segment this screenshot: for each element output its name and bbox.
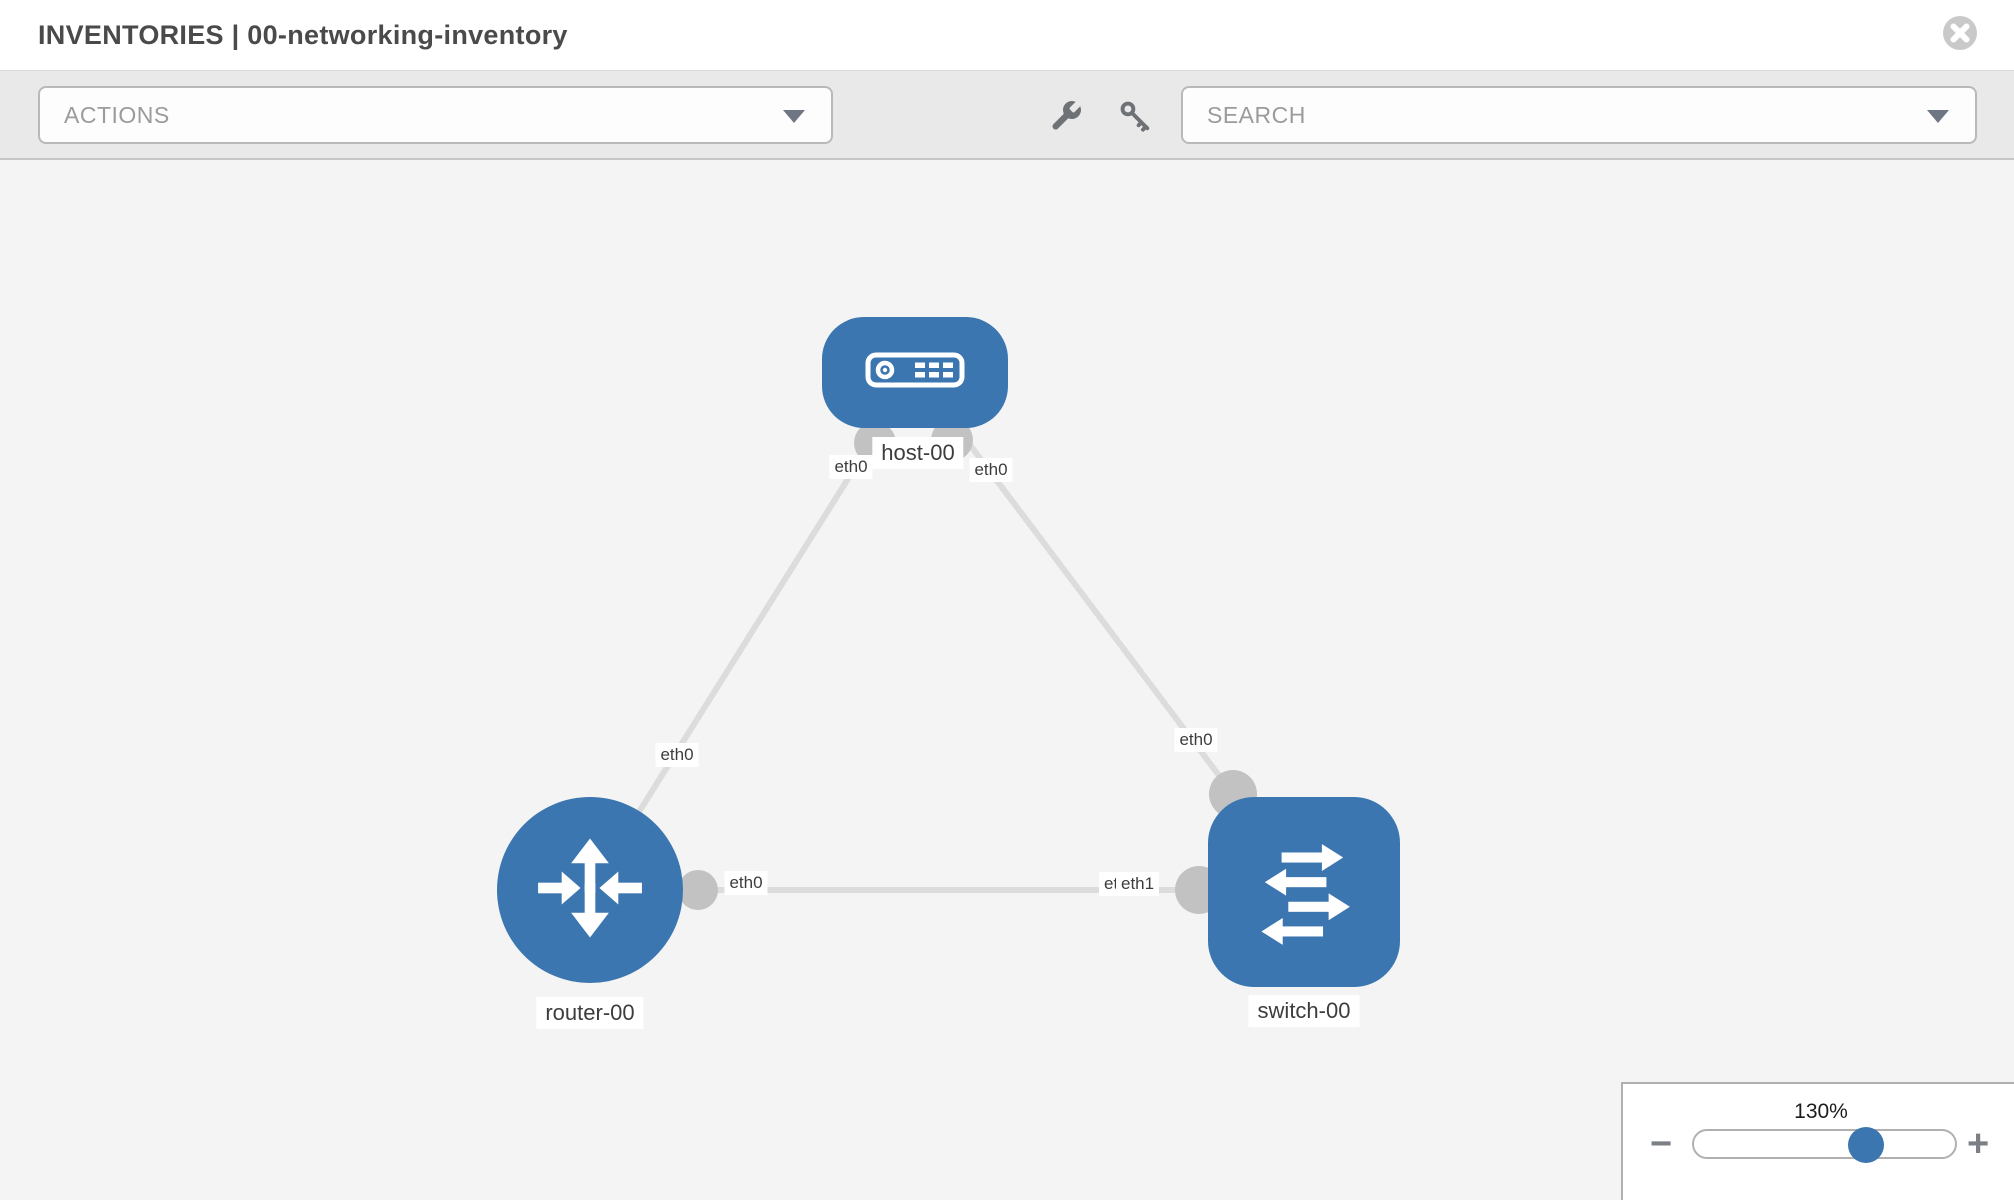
links-layer — [587, 370, 1257, 914]
zoom-out-button[interactable]: − — [1650, 1123, 1673, 1165]
router-icon — [531, 829, 649, 952]
page-title: INVENTORIES | 00-networking-inventory — [38, 19, 568, 50]
interface-label: eth0 — [655, 743, 699, 767]
zoom-level-value: 130% — [1794, 1100, 1848, 1123]
chevron-down-icon — [1927, 110, 1949, 123]
topology-canvas[interactable]: host-00 router-00 switch-00 eth0 eth0 et… — [0, 160, 2014, 1200]
search-dropdown-label: SEARCH — [1207, 101, 1306, 128]
zoom-slider-thumb[interactable] — [1848, 1127, 1884, 1163]
host-icon — [865, 352, 965, 393]
chevron-down-icon — [783, 110, 805, 123]
zoom-in-button[interactable]: + — [1967, 1123, 1990, 1165]
wrench-icon[interactable] — [1048, 98, 1084, 134]
node-label-host: host-00 — [872, 437, 964, 469]
interface-label: eth0 — [829, 455, 873, 479]
close-button[interactable] — [1942, 15, 1978, 51]
node-host-00[interactable] — [822, 317, 1008, 428]
header: INVENTORIES | 00-networking-inventory — [0, 0, 2014, 70]
interface-label: eth0 — [969, 458, 1013, 482]
x-circle-icon — [1942, 16, 1978, 55]
zoom-slider[interactable] — [1692, 1127, 1957, 1163]
node-switch-00[interactable] — [1208, 797, 1400, 987]
actions-dropdown-label: ACTIONS — [64, 101, 170, 128]
port-circle — [678, 870, 718, 910]
switch-icon — [1248, 834, 1360, 951]
interface-label: eth0 — [724, 871, 768, 895]
toolbar: ACTIONS SEARCH — [0, 70, 2014, 160]
node-label-router: router-00 — [536, 997, 644, 1029]
key-icon[interactable] — [1117, 98, 1153, 134]
actions-dropdown[interactable]: ACTIONS — [38, 86, 833, 144]
interface-label: eth1 — [1116, 872, 1160, 896]
search-dropdown[interactable]: SEARCH — [1181, 86, 1977, 144]
zoom-panel: 130% − + — [1621, 1082, 2014, 1200]
interface-label: eth0 — [1174, 728, 1218, 752]
node-label-switch: switch-00 — [1248, 995, 1360, 1027]
node-router-00[interactable] — [497, 797, 683, 983]
